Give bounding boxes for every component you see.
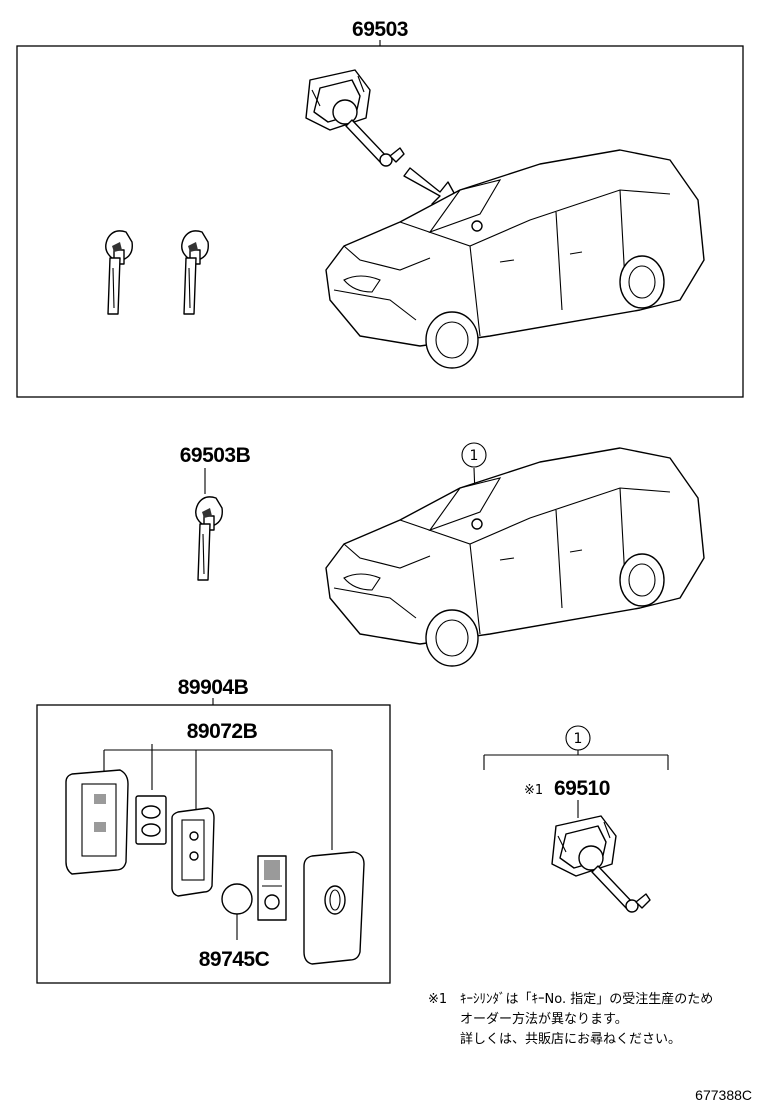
bracket-lines [483, 750, 669, 770]
footnote: ※1 ｷｰｼﾘﾝﾀﾞは「ｷｰNo. 指定」の受注生産のため オーダー方法が異なり… [428, 991, 713, 1047]
group-69503B: 69503B 1 [180, 442, 705, 667]
note-mark: ※1 [524, 783, 543, 798]
key-illustration-1[interactable] [105, 230, 133, 315]
note-line-3: 詳しくは、共販店にお尋ねください。 [460, 1031, 681, 1047]
fob-frame-illustration[interactable] [171, 807, 215, 897]
part-number-89072B[interactable]: 89072B [187, 720, 258, 743]
key-cylinder-illustration[interactable] [551, 815, 651, 913]
note-mark: ※1 [428, 992, 447, 1007]
smart-key-fob-illustration[interactable] [303, 851, 365, 965]
bracket-lines [103, 749, 333, 850]
circuit-board-illustration[interactable] [257, 855, 287, 921]
fob-case-illustration[interactable] [65, 769, 129, 875]
note-line-1: ｷｰｼﾘﾝﾀﾞは「ｷｰNo. 指定」の受注生産のため [460, 991, 713, 1007]
part-number-69503[interactable]: 69503 [352, 18, 408, 41]
key-illustration-single[interactable] [195, 496, 223, 581]
key-cylinder-illustration[interactable] [305, 69, 405, 167]
group-69503: 69503 [16, 18, 744, 398]
illustration-id: 677388C [695, 1087, 752, 1103]
reference-number: 1 [470, 448, 479, 464]
part-number-89745C[interactable]: 89745C [199, 948, 270, 971]
group-box-89904B [36, 704, 391, 984]
group-69510: 1 ※1 69510 [483, 725, 669, 913]
reference-circle [461, 442, 487, 468]
group-box-69503 [16, 45, 744, 398]
vehicle-illustration [325, 447, 705, 667]
part-number-69510[interactable]: 69510 [554, 777, 610, 800]
battery-illustration[interactable] [221, 883, 253, 915]
vehicle-illustration [325, 149, 705, 369]
screw-set-illustration[interactable] [135, 795, 167, 845]
part-number-69503B[interactable]: 69503B [180, 444, 251, 467]
key-illustration-2[interactable] [181, 230, 209, 315]
part-number-89904B[interactable]: 89904B [178, 676, 249, 699]
note-line-2: オーダー方法が異なります。 [460, 1011, 628, 1027]
group-89904B: 89904B 89072B [36, 676, 391, 984]
reference-number: 1 [574, 731, 583, 747]
